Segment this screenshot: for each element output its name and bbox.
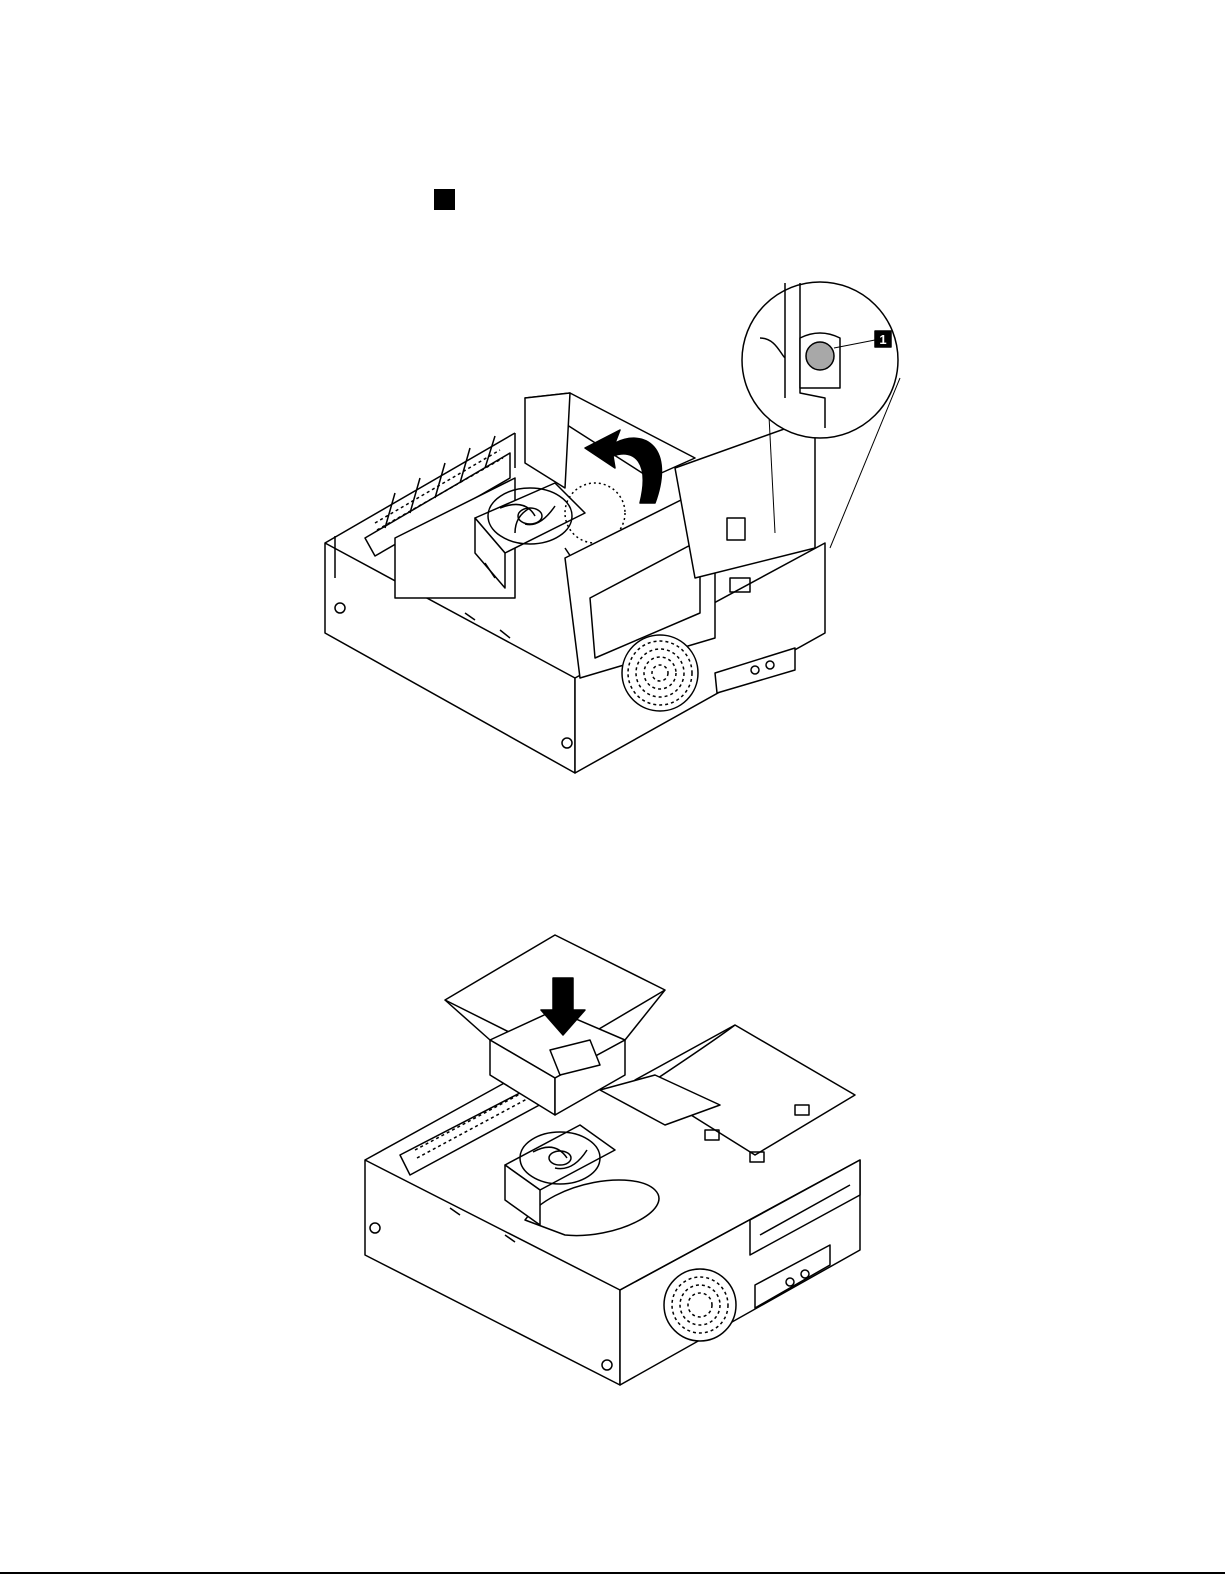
figure-drive-bay-pivot: 1 [315,278,915,783]
footer-rule [0,1572,1225,1574]
step-marker [434,189,455,210]
front-fan-grille [622,635,698,711]
latch-button [806,342,834,370]
front-fan-grille-2 [664,1269,736,1341]
callout-label-1: 1 [879,332,886,347]
figure-air-duct-install [355,930,870,1390]
